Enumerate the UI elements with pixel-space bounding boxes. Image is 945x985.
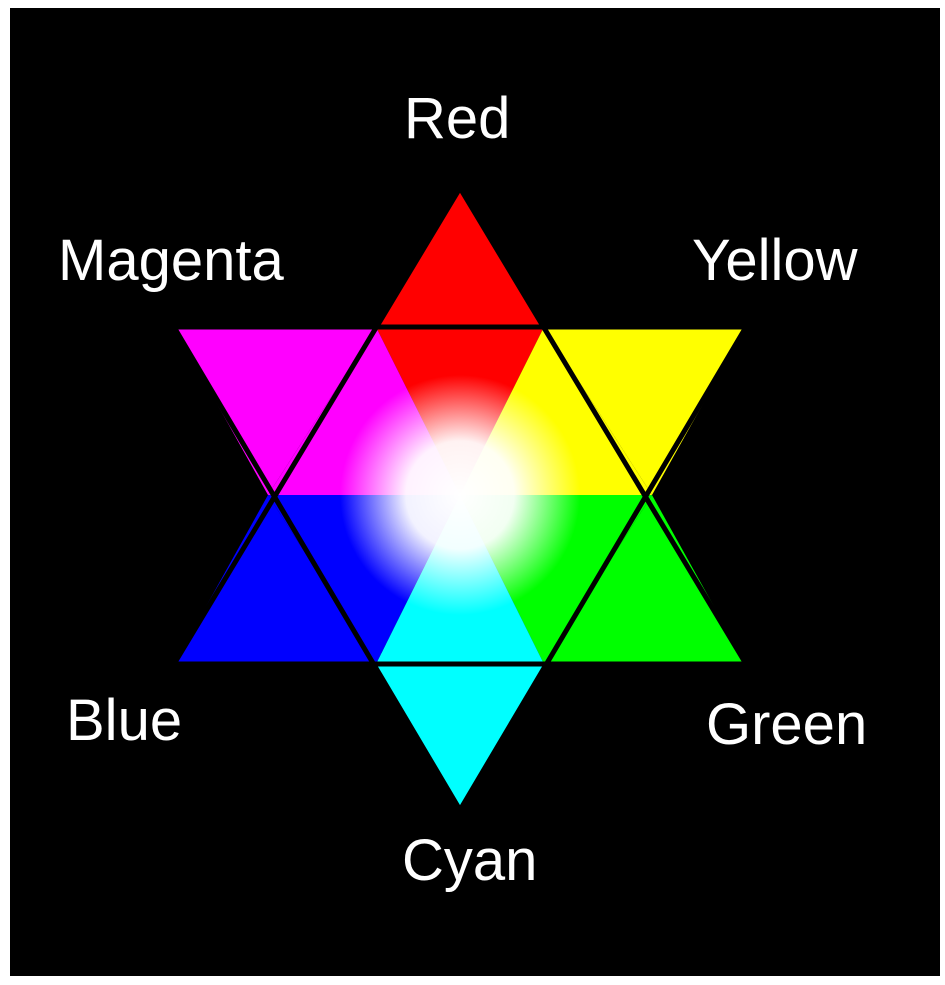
cyan-label: Cyan [402, 832, 537, 890]
cyan-tip-triangle [376, 664, 544, 810]
red-label: Red [404, 90, 510, 148]
green-label: Green [706, 696, 867, 754]
red-tip-triangle [376, 188, 544, 327]
blue-label: Blue [66, 692, 182, 750]
yellow-label: Yellow [692, 232, 858, 290]
magenta-label: Magenta [58, 232, 284, 290]
